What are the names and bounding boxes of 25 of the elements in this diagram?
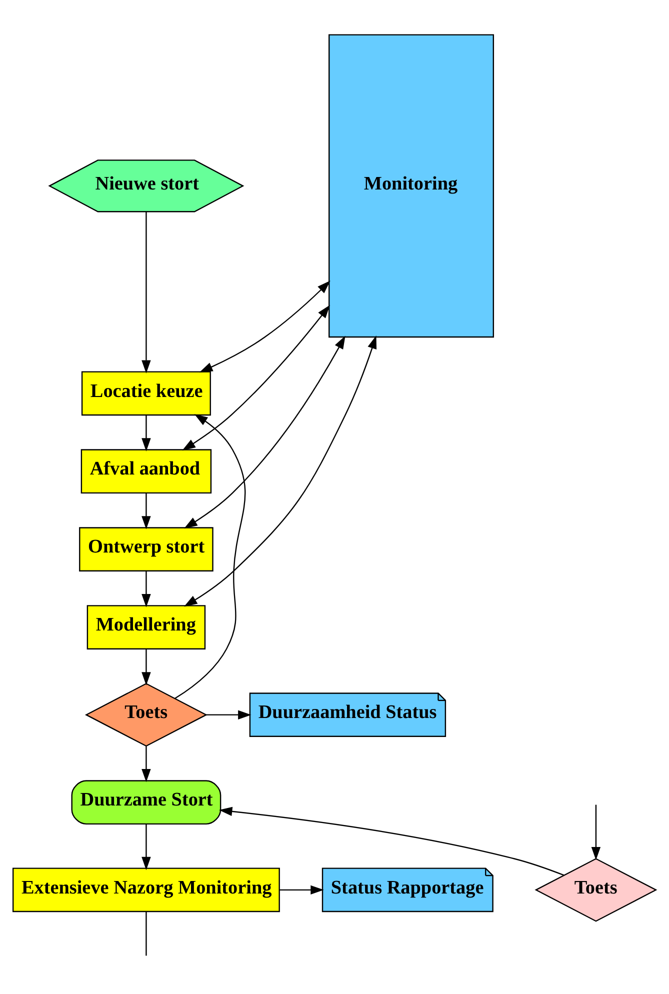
- arrow: [279, 884, 324, 894]
- arrow: [142, 414, 151, 451]
- arrow: [184, 335, 346, 528]
- arrow: [142, 824, 151, 870]
- node-box: Monitoring: [328, 34, 494, 338]
- arrow: [174, 414, 246, 698]
- node-box: Afval aanbod: [80, 448, 212, 494]
- node-box: Duurzame Stort: [71, 780, 222, 824]
- arrow: [591, 804, 601, 860]
- arrow: [142, 492, 151, 529]
- node-diamond: Toets: [84, 682, 208, 746]
- arrow: [184, 335, 377, 606]
- arrow: [142, 648, 151, 685]
- arrow: [142, 746, 151, 782]
- node-box: Ontwerp stort: [79, 526, 214, 571]
- arrow: [142, 210, 151, 373]
- arrow: [182, 304, 330, 450]
- arrow: [142, 570, 151, 607]
- arrow: [206, 710, 252, 719]
- node-diamond: Toets: [534, 858, 658, 922]
- arrow: [199, 280, 330, 372]
- node-box: Locatie keuze: [81, 370, 211, 416]
- node-box: Extensieve Nazorg Monitoring: [12, 867, 280, 912]
- connector: [146, 911, 147, 956]
- node-box: Modellering: [86, 604, 206, 649]
